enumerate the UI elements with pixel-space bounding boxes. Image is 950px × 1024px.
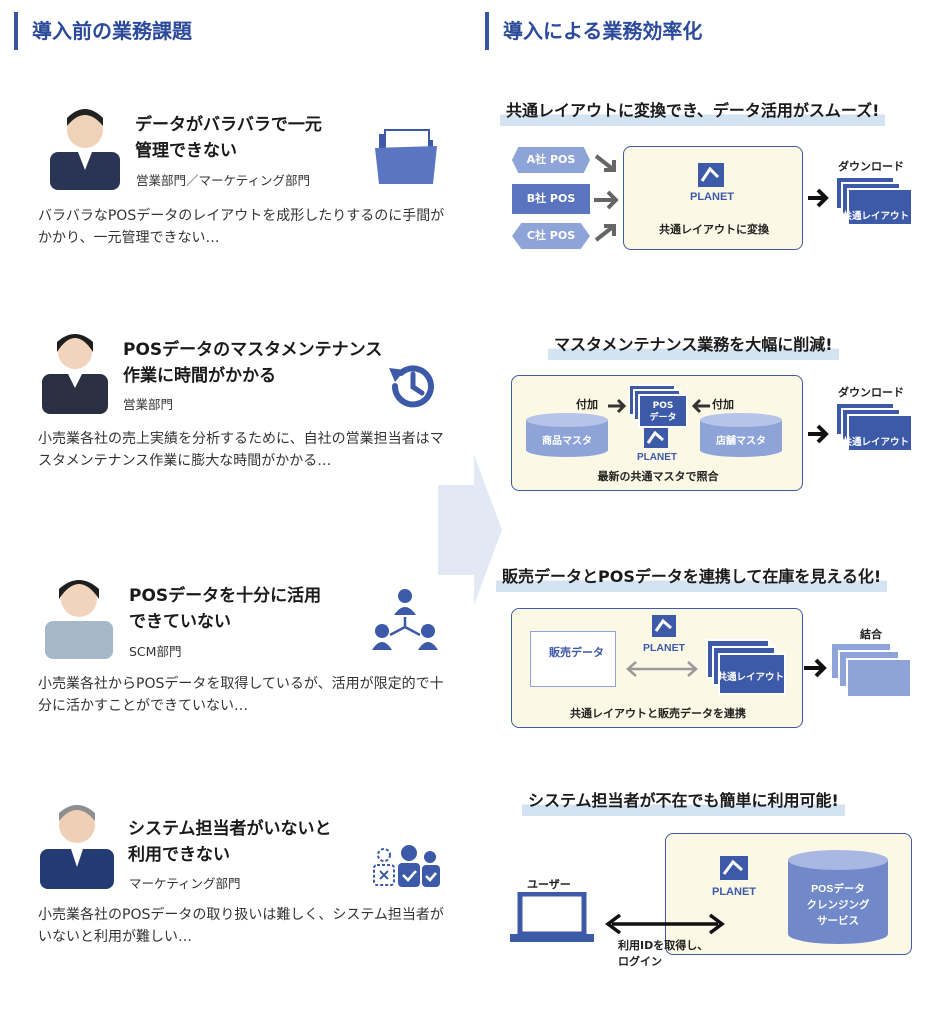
- svg-text:PLANET: PLANET: [690, 191, 734, 203]
- solution-3-heading: 販売データとPOSデータを連携して在庫を見える化!: [496, 566, 888, 592]
- person-avatar-3: [45, 580, 113, 659]
- svg-text:PLANET: PLANET: [712, 886, 756, 898]
- common-layout-stack: 共通レイアウト: [706, 639, 790, 695]
- source-a-pos: A社 POS: [512, 147, 590, 173]
- product-master-db-icon: 商品マスタ: [526, 413, 608, 457]
- add-right-label: 付加: [712, 398, 734, 411]
- output-arrow-icon-3: [804, 658, 827, 678]
- solution-1-panel: PLANET 共通レイアウトに変換: [623, 146, 803, 250]
- link-arrow-icon: [626, 661, 698, 677]
- solution-1-heading: 共通レイアウトに変換でき、データ活用がスムーズ!: [500, 100, 886, 126]
- problem-2-desc: 小売業各社の売上実績を分析するために、自社の営業担当者はマスタメンテナンス作業に…: [38, 431, 444, 469]
- login-arrow-icon: [605, 913, 725, 935]
- users-check-icon: [373, 845, 440, 887]
- source-c-pos: C社 POS: [512, 223, 590, 249]
- cleansing-service-db-icon: POSデータ クレンジング サービス: [788, 850, 888, 944]
- solution-2-heading: マスタメンテナンス業務を大幅に削減!: [548, 334, 839, 360]
- folder-icon: [375, 129, 437, 184]
- solution-2-caption: 最新の共通マスタで照合: [597, 470, 719, 483]
- problem-1-desc: バラバラなPOSデータのレイアウトを成形したりするのに手間がかかり、一元管理でき…: [38, 208, 445, 246]
- right-section-heading: 導入による業務効率化: [485, 12, 702, 50]
- joined-output-stack: [830, 642, 914, 700]
- merge-arrows-icon: [608, 398, 710, 414]
- svg-text:商品マスタ: 商品マスタ: [542, 434, 592, 447]
- solution-4-heading: システム担当者が不在でも簡単に利用可能!: [522, 790, 845, 816]
- solution-1-output-stack: 共通レイアウト: [835, 176, 913, 226]
- svg-text:PLANET: PLANET: [637, 452, 677, 463]
- planet-logo-2: PLANET: [637, 428, 677, 463]
- person-avatar-4: [40, 805, 114, 889]
- network-people-icon: [372, 589, 438, 650]
- solution-1-caption: 共通レイアウトに変換: [659, 223, 769, 236]
- solution-2-download-label: ダウンロード: [838, 386, 904, 399]
- output-doc-label: 共通レイアウト: [842, 211, 909, 222]
- solution-1-download-label: ダウンロード: [838, 160, 904, 173]
- output-arrow-icon-2: [808, 424, 829, 444]
- big-arrow-icon: [438, 455, 502, 605]
- svg-text:PLANET: PLANET: [643, 642, 686, 654]
- problem-1-dept: 営業部門／マーケティング部門: [136, 173, 311, 188]
- clock-history-icon: [389, 365, 434, 408]
- problem-3-desc: 小売業各社からPOSデータを取得しているが、活用が限定的で十分に活かすことができ…: [38, 676, 444, 714]
- svg-text:POSデータ: POSデータ: [811, 882, 865, 895]
- planet-logo-4: PLANET: [712, 856, 756, 898]
- convert-arrows-icon: [594, 154, 619, 242]
- solution-3-panel: 販売データ PLANET 共通レイアウト 共通レイアウトと販売データを連携: [511, 608, 803, 728]
- problem-3-dept: SCM部門: [129, 644, 182, 659]
- problem-2-dept: 営業部門: [123, 397, 174, 412]
- laptop-icon: [510, 892, 594, 942]
- sales-data-box: 販売データ: [530, 631, 616, 687]
- problem-2-title: POSデータのマスタメンテナンス作業に時間がかかる: [123, 340, 383, 386]
- add-left-label: 付加: [576, 398, 598, 411]
- svg-text:店舗マスタ: 店舗マスタ: [716, 434, 766, 447]
- problem-1-title: データがバラバラで一元管理できない: [135, 115, 322, 161]
- solution-4-panel: PLANET POSデータ クレンジング サービス: [665, 833, 912, 955]
- problem-3-title: POSデータを十分に活用できていない: [129, 586, 322, 632]
- solution-3-caption: 共通レイアウトと販売データを連携: [570, 707, 746, 720]
- output-arrow-icon: [808, 188, 829, 208]
- solution-2-output-stack: 共通レイアウト: [835, 402, 913, 452]
- store-master-db-icon: 店舗マスタ: [700, 413, 782, 457]
- problem-4-title: システム担当者がいないと利用できない: [128, 819, 332, 865]
- solution-3-output-label: 結合: [860, 628, 882, 641]
- user-label: ユーザー: [527, 878, 571, 891]
- planet-logo: PLANET: [690, 163, 734, 203]
- stack-doc-label: 共通レイアウト: [717, 672, 784, 683]
- planet-logo-3: PLANET: [643, 615, 686, 654]
- source-b-pos: B社 POS: [512, 184, 590, 214]
- problem-4-desc: 小売業各社のPOSデータの取り扱いは難しく、システム担当者がいないと利用が難しい…: [38, 907, 444, 945]
- problem-4-dept: マーケティング部門: [129, 876, 241, 891]
- svg-text:サービス: サービス: [817, 914, 859, 927]
- person-avatar-2: [42, 334, 108, 414]
- person-avatar-1: [50, 109, 120, 190]
- output-doc-label-2: 共通レイアウト: [842, 437, 909, 448]
- svg-text:クレンジング: クレンジング: [807, 898, 870, 911]
- left-section-heading: 導入前の業務課題: [14, 12, 192, 50]
- login-caption: 利用IDを取得し、ログイン: [618, 939, 709, 968]
